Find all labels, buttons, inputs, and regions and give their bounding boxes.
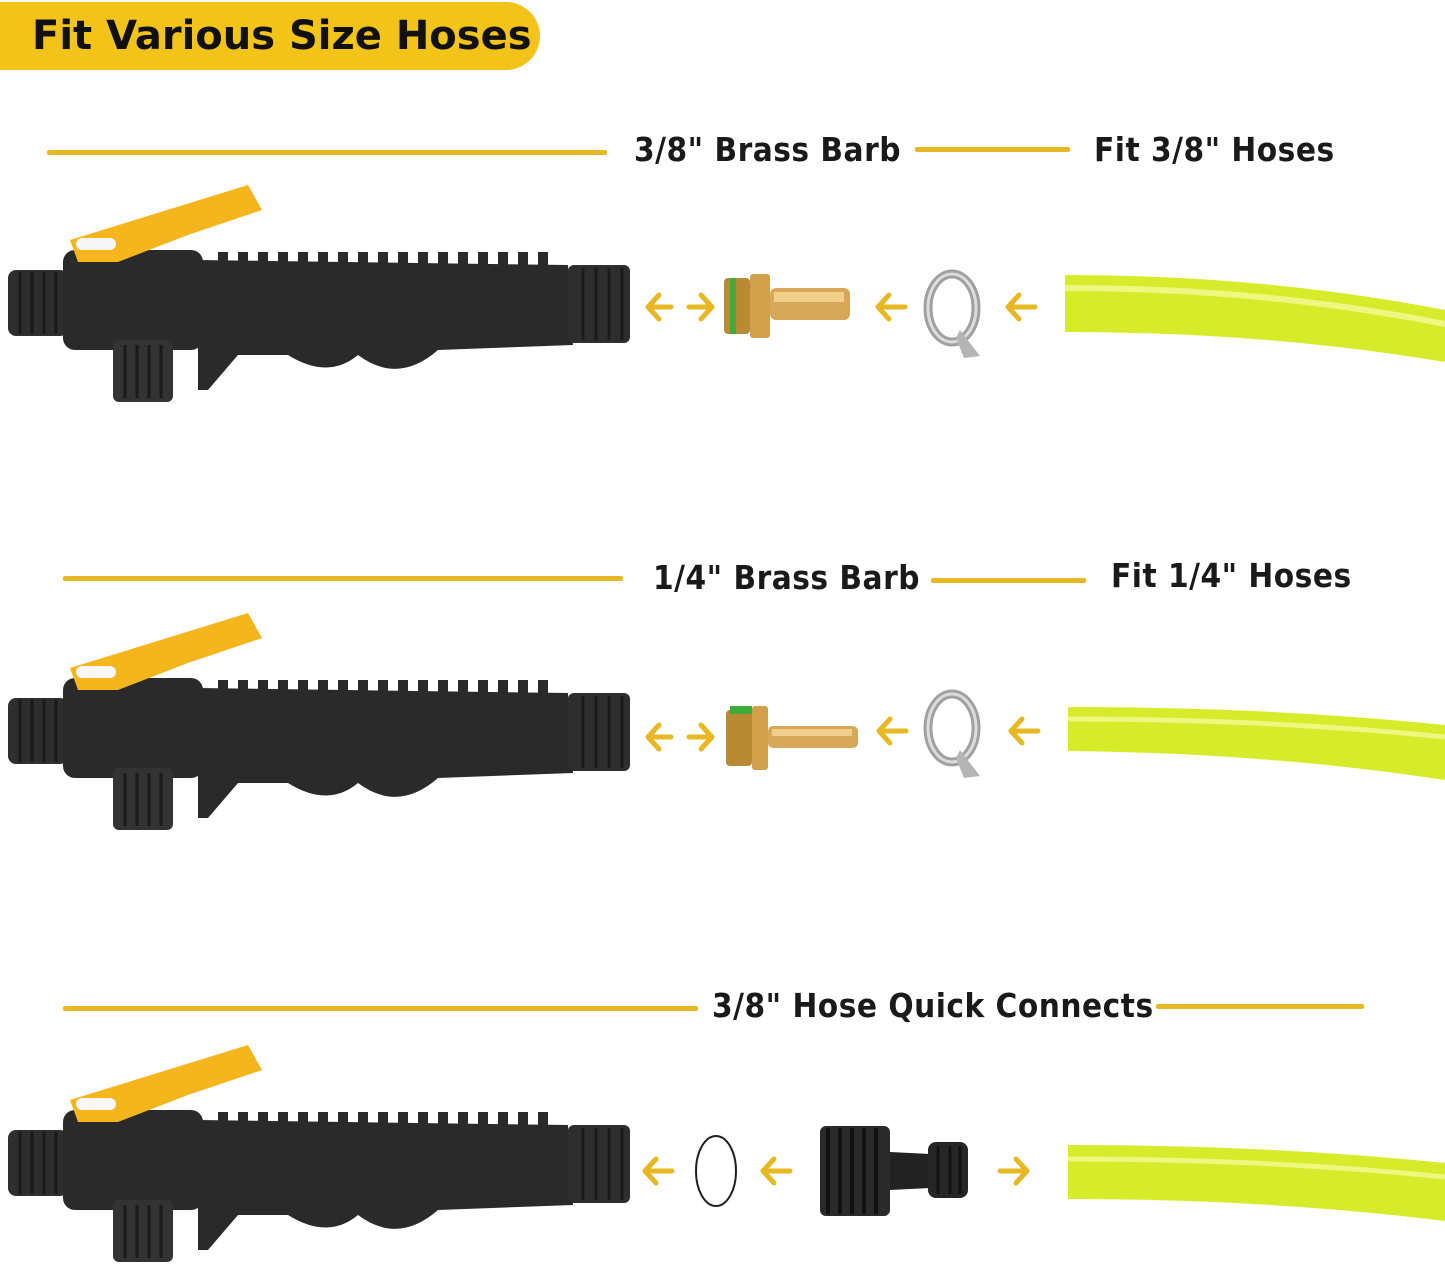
row2-rule-left — [63, 576, 623, 581]
row2-arrow-left-icon — [876, 716, 909, 746]
row2-rule-mid — [931, 578, 1086, 583]
row2-double-arrow-icon — [645, 722, 715, 752]
row3-hose — [1067, 1145, 1445, 1221]
row1-hose-clamp-icon — [923, 269, 981, 358]
row2-hose-clamp-icon — [923, 689, 981, 778]
row1-arrow-left-icon-2 — [1005, 292, 1038, 322]
row2-spray-handle — [8, 613, 630, 830]
row2-barb-label: 1/4" Brass Barb — [653, 558, 920, 597]
title-badge: Fit Various Size Hoses — [0, 2, 540, 70]
title-text: Fit Various Size Hoses — [32, 13, 532, 59]
row1-barb-label: 3/8" Brass Barb — [634, 130, 901, 169]
row2-hose — [1067, 707, 1445, 780]
row3-spray-handle — [8, 1045, 630, 1262]
row3-arrow-right-icon — [997, 1156, 1030, 1186]
row3-quick-connector — [820, 1126, 968, 1216]
row1-spray-handle — [8, 185, 630, 402]
row1-fit-label: Fit 3/8" Hoses — [1094, 130, 1335, 169]
row1-hose — [1064, 275, 1445, 362]
row1-double-arrow-icon — [645, 292, 715, 322]
row3-arrow-left-icon-2 — [760, 1156, 793, 1186]
row1-brass-barb — [724, 274, 850, 338]
row3-arrow-left-icon — [642, 1156, 675, 1186]
row2-fit-label: Fit 1/4" Hoses — [1111, 556, 1352, 595]
row3-connect-label: 3/8" Hose Quick Connects — [712, 986, 1154, 1025]
row3-rule-right — [1156, 1004, 1364, 1009]
row1-rule-left — [47, 150, 607, 155]
row3-o-ring — [695, 1135, 737, 1207]
row3-rule-left — [63, 1006, 698, 1011]
row1-rule-mid — [915, 147, 1070, 152]
row2-brass-barb — [726, 706, 858, 770]
row1-arrow-left-icon — [875, 292, 908, 322]
row2-arrow-left-icon-2 — [1008, 716, 1041, 746]
